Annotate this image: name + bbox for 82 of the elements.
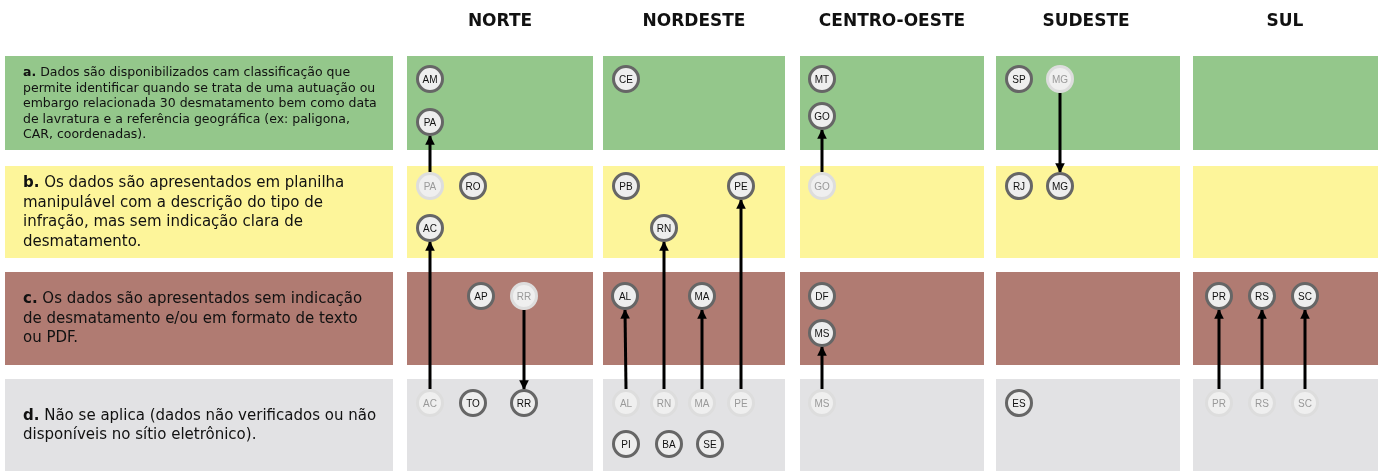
category-cell <box>996 379 1180 471</box>
category-cell <box>407 272 593 365</box>
column-header: CENTRO-OESTE <box>818 10 966 30</box>
state-circle: PA <box>416 108 444 136</box>
state-circle: TO <box>459 389 487 417</box>
state-circle: AM <box>416 65 444 93</box>
state-circle: MA <box>688 282 716 310</box>
category-cell <box>1193 379 1378 471</box>
category-cell <box>996 272 1180 365</box>
state-circle: RO <box>459 172 487 200</box>
state-circle: SE <box>696 430 724 458</box>
column-header: SUL <box>1266 10 1304 30</box>
arrow <box>620 309 630 390</box>
state-circle: MS <box>808 319 836 347</box>
state-circle: PI <box>612 430 640 458</box>
category-box: c. Os dados são apresentados sem indicação de desmatamento e/ou em formato de texto ou PDF. <box>5 272 393 365</box>
faded-state-circle: RS <box>1248 389 1276 417</box>
faded-state-circle: SC <box>1291 389 1319 417</box>
state-circle: SP <box>1005 65 1033 93</box>
faded-state-circle: MS <box>808 389 836 417</box>
arrow <box>817 129 827 172</box>
state-circle: AP <box>467 282 495 310</box>
state-circle: PR <box>1205 282 1233 310</box>
category-cell <box>800 166 984 258</box>
arrow <box>425 241 435 389</box>
arrow <box>1214 309 1224 389</box>
faded-state-circle: RR <box>510 282 538 310</box>
arrow <box>736 199 746 389</box>
state-circle: AC <box>416 214 444 242</box>
category-cell <box>407 56 593 150</box>
column-header: SUDESTE <box>1042 10 1130 30</box>
arrow <box>697 309 707 389</box>
category-cell <box>996 166 1180 258</box>
category-cell <box>603 379 785 471</box>
category-cell <box>800 379 984 471</box>
category-cell <box>1193 272 1378 365</box>
state-circle: DF <box>808 282 836 310</box>
faded-state-circle: PA <box>416 172 444 200</box>
faded-state-circle: MA <box>688 389 716 417</box>
arrow <box>519 310 529 390</box>
state-circle: RS <box>1248 282 1276 310</box>
state-circle: ES <box>1005 389 1033 417</box>
category-box: b. Os dados são apresentados em planilha manipulável com a descrição do tipo de infração, mas sem indicação clara de desmatamento. <box>5 166 393 258</box>
state-circle: PE <box>727 172 755 200</box>
faded-state-circle: GO <box>808 172 836 200</box>
state-circle: MT <box>808 65 836 93</box>
arrow <box>817 346 827 389</box>
arrow <box>425 135 435 172</box>
state-circle: RJ <box>1005 172 1033 200</box>
category-cell <box>1193 166 1378 258</box>
category-cell <box>800 272 984 365</box>
arrow <box>1257 309 1267 389</box>
state-circle: PB <box>612 172 640 200</box>
faded-state-circle: AC <box>416 389 444 417</box>
arrow <box>659 241 669 389</box>
state-circle: SC <box>1291 282 1319 310</box>
column-header: NORTE <box>467 10 533 30</box>
category-box: a. Dados são disponibilizados cam classificação que permite identificar quando se trata de uma autuação ou embargo relacionada 30 desmatamento bem como data de lavratura e a referência geográfica (ex: paligona, CAR, coordenadas). <box>5 56 393 150</box>
faded-state-circle: PE <box>727 389 755 417</box>
category-cell <box>1193 56 1378 150</box>
state-circle: RN <box>650 214 678 242</box>
state-circle: BA <box>655 430 683 458</box>
category-cell <box>603 272 785 365</box>
column-header: NORDESTE <box>642 10 746 30</box>
state-circle: MG <box>1046 172 1074 200</box>
category-cell <box>407 166 593 258</box>
category-cell <box>800 56 984 150</box>
faded-state-circle: RN <box>650 389 678 417</box>
arrow <box>1055 93 1065 173</box>
state-circle: CE <box>612 65 640 93</box>
faded-state-circle: AL <box>612 389 640 417</box>
faded-state-circle: MG <box>1046 65 1074 93</box>
state-circle: AL <box>611 282 639 310</box>
arrow <box>1300 309 1310 389</box>
state-circle: RR <box>510 389 538 417</box>
category-cell <box>603 166 785 258</box>
state-circle: GO <box>808 102 836 130</box>
category-cell <box>996 56 1180 150</box>
faded-state-circle: PR <box>1205 389 1233 417</box>
category-cell <box>407 379 593 471</box>
category-box: d. Não se aplica (dados não verificados ou não disponíveis no sítio eletrônico). <box>5 379 393 471</box>
category-cell <box>603 56 785 150</box>
